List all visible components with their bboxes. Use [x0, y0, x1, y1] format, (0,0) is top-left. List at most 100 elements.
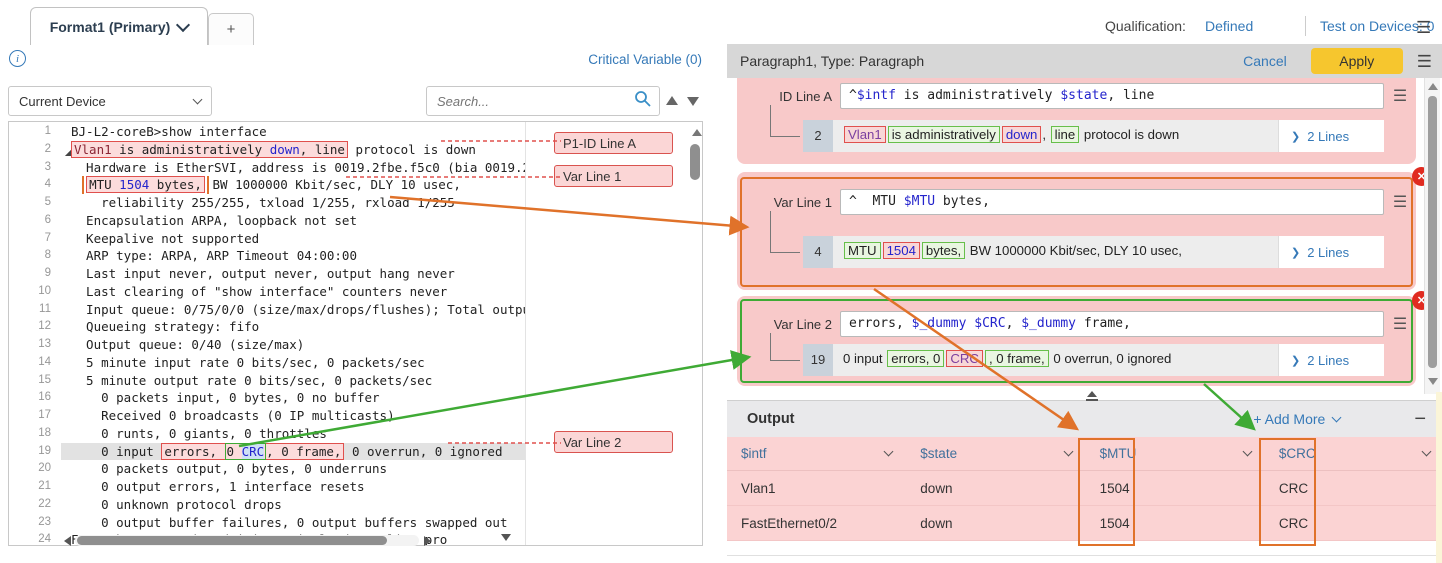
code-text: 0 packets output, 0 bytes, 0 underruns: [61, 460, 525, 478]
code-line-5[interactable]: 5 reliability 255/255, txload 1/255, rxl…: [9, 194, 525, 212]
code-text: 0 input errors, 0 CRC, 0 frame, 0 overru…: [61, 442, 525, 461]
chevron-down-icon: [1063, 446, 1074, 457]
topbar-menu-icon[interactable]: ☰: [1416, 18, 1432, 37]
chevron-down-icon: [192, 94, 203, 104]
code-scroll-down-arrow[interactable]: [501, 534, 511, 541]
code-line-7[interactable]: 7 Keepalive not supported: [9, 230, 525, 248]
code-line-21[interactable]: 21 0 output errors, 1 interface resets: [9, 478, 525, 496]
pattern-input[interactable]: errors, $_dummy $CRC, $_dummy frame,: [840, 311, 1384, 337]
critical-variable-link[interactable]: Critical Variable (0): [588, 52, 702, 67]
code-token: Queueing strategy: fifo: [71, 319, 260, 335]
lane-scrollbar-thumb[interactable]: [690, 144, 700, 180]
code-line-15[interactable]: 15 5 minute output rate 0 bits/sec, 0 pa…: [9, 372, 525, 390]
paragraph-menu-icon[interactable]: ☰: [1416, 51, 1432, 71]
output-cell: 1504: [1085, 471, 1265, 506]
search-input[interactable]: [435, 92, 634, 110]
cancel-button[interactable]: Cancel: [1243, 53, 1287, 69]
annotation-id-line-a[interactable]: P1-ID Line A: [554, 132, 673, 154]
green-token: errors, 0: [887, 350, 945, 367]
delete-rule-button[interactable]: ✕: [1412, 291, 1424, 310]
code-token: Input queue: 0/75/0/0 (size/max/drops/fl…: [71, 301, 525, 317]
code-line-18[interactable]: 18 0 runts, 0 giants, 0 throttles: [9, 425, 525, 443]
annotation-var-line-1[interactable]: Var Line 1: [554, 165, 673, 187]
page-scrollbar-strip[interactable]: [1436, 392, 1442, 563]
line-number: 13: [38, 338, 51, 350]
apply-button[interactable]: Apply: [1310, 48, 1403, 74]
variable-token: $state: [1060, 88, 1108, 103]
tab-format1[interactable]: Format1 (Primary): [30, 7, 208, 45]
code-line-6[interactable]: 6 Encapsulation ARPA, loopback not set: [9, 212, 525, 230]
search-prev-button[interactable]: [666, 96, 678, 105]
output-header: Output + Add More −: [727, 400, 1442, 437]
right-scroll-down-arrow[interactable]: [1428, 378, 1438, 385]
code-line-8[interactable]: 8 ARP type: ARPA, ARP Timeout 04:00:00: [9, 247, 525, 265]
output-cell: 1504: [1085, 506, 1265, 541]
collapse-panel-icon[interactable]: [1082, 391, 1102, 404]
search-next-button[interactable]: [687, 97, 699, 106]
column-header-state[interactable]: $state: [906, 437, 1086, 471]
pattern-input[interactable]: ^ MTU $MTU bytes,: [840, 189, 1384, 215]
scroll-left-arrow[interactable]: [64, 536, 71, 546]
qualification-value-link[interactable]: Defined: [1205, 18, 1254, 34]
rule-menu-icon[interactable]: ☰: [1392, 194, 1408, 211]
search-icon[interactable]: [634, 90, 651, 112]
output-title: Output: [747, 411, 795, 427]
code-line-9[interactable]: 9 Last input never, output never, output…: [9, 265, 525, 283]
code-token: reliability 255/255, txload 1/255, rxloa…: [71, 195, 455, 210]
code-line-11[interactable]: 11 Input queue: 0/75/0/0 (size/max/drops…: [9, 301, 525, 319]
paragraph-rules-area: ID Line A^$intf is administratively $sta…: [727, 78, 1424, 400]
add-format-tab-button[interactable]: +: [208, 13, 254, 45]
line-number: 9: [44, 267, 51, 279]
expand-lines-button[interactable]: ❯2 Lines: [1278, 120, 1384, 152]
test-on-devices-link[interactable]: Test on Devices: 0: [1320, 18, 1435, 34]
collapse-output-button[interactable]: −: [1414, 408, 1426, 430]
delete-rule-button[interactable]: ✕: [1412, 167, 1424, 186]
code-line-2[interactable]: 2◢Vlan1 is administratively down, line p…: [9, 140, 525, 159]
label-connector: [770, 105, 800, 137]
qualification-label: Qualification:: [1105, 18, 1186, 34]
annotation-var-line-2[interactable]: Var Line 2: [554, 431, 673, 453]
code-line-13[interactable]: 13 Output queue: 0/40 (size/max): [9, 336, 525, 354]
code-line-20[interactable]: 20 0 packets output, 0 bytes, 0 underrun…: [9, 460, 525, 478]
pattern-input[interactable]: ^$intf is administratively $state, line: [840, 83, 1384, 109]
code-line-16[interactable]: 16 0 packets input, 0 bytes, 0 no buffer: [9, 389, 525, 407]
lines-count-label: 2 Lines: [1307, 352, 1350, 368]
code-line-4[interactable]: 4 MTU 1504 bytes, BW 1000000 Kbit/sec, D…: [9, 176, 525, 194]
chevron-down-icon: [883, 446, 894, 457]
add-more-button[interactable]: + Add More: [1253, 411, 1342, 427]
right-scrollbar-thumb[interactable]: [1428, 96, 1437, 368]
line-number: 18: [38, 426, 51, 439]
rule-menu-icon[interactable]: ☰: [1392, 316, 1408, 333]
device-scope-select[interactable]: Current Device: [8, 86, 212, 116]
column-header-mtu[interactable]: $MTU: [1085, 437, 1265, 471]
code-line-3[interactable]: 3 Hardware is EtherSVI, address is 0019.…: [9, 159, 525, 177]
info-icon[interactable]: i: [9, 50, 26, 67]
code-line-10[interactable]: 10 Last clearing of "show interface" cou…: [9, 283, 525, 301]
code-line-23[interactable]: 23 0 output buffer failures, 0 output bu…: [9, 514, 525, 532]
code-line-12[interactable]: 12 Queueing strategy: fifo: [9, 318, 525, 336]
fold-marker-icon[interactable]: ◢: [64, 147, 71, 157]
code-line-22[interactable]: 22 0 unknown protocol drops: [9, 496, 525, 514]
expand-lines-button[interactable]: ❯2 Lines: [1278, 344, 1384, 376]
code-line-19[interactable]: 19 0 input errors, 0 CRC, 0 frame, 0 ove…: [9, 442, 525, 461]
matched-line-number: 2: [803, 120, 833, 152]
scroll-right-arrow[interactable]: [424, 536, 431, 546]
rule-menu-icon[interactable]: ☰: [1392, 88, 1408, 105]
column-header-crc[interactable]: $CRC: [1264, 437, 1442, 471]
code-token: 5 minute input rate 0 bits/sec, 0 packet…: [71, 354, 425, 370]
expand-lines-button[interactable]: ❯2 Lines: [1278, 236, 1384, 268]
column-header-intf[interactable]: $intf: [727, 437, 907, 471]
horizontal-scrollbar-thumb[interactable]: [77, 536, 387, 545]
code-line-14[interactable]: 14 5 minute input rate 0 bits/sec, 0 pac…: [9, 354, 525, 372]
line-number: 16: [38, 391, 51, 404]
code-line-17[interactable]: 17 Received 0 broadcasts (0 IP multicast…: [9, 407, 525, 425]
lane-scroll-up-arrow[interactable]: [692, 129, 702, 136]
line-number: 15: [38, 373, 51, 386]
right-scroll-up-arrow[interactable]: [1428, 83, 1438, 90]
line-number: 14: [38, 355, 51, 368]
